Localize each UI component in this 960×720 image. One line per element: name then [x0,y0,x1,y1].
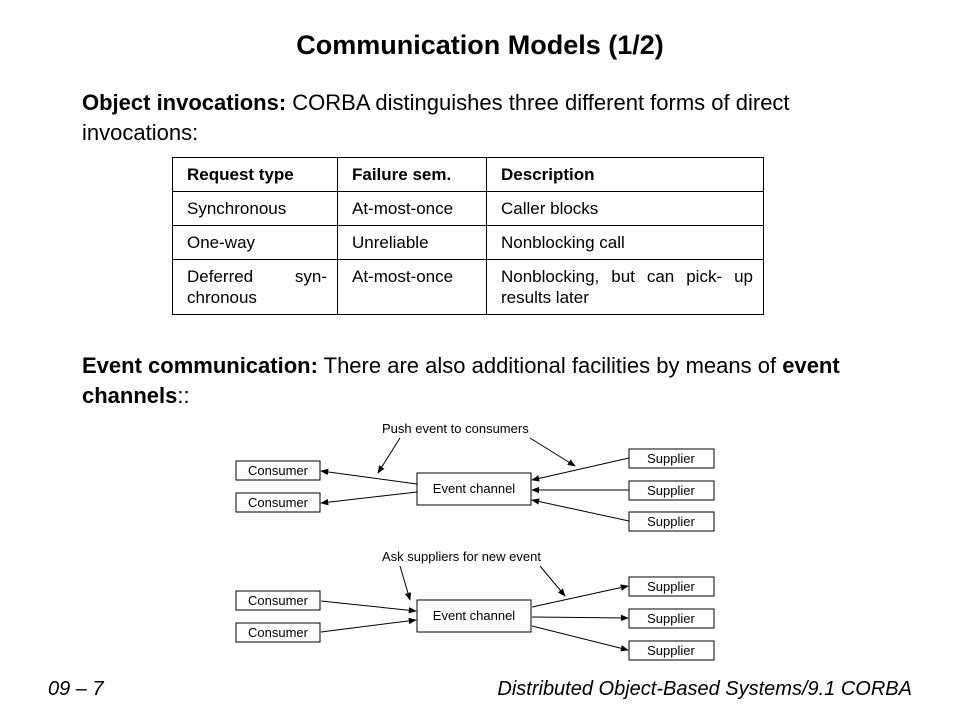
cell-failure-semantics: At-most-once [337,191,487,226]
push-annotation: Push event to consumers [382,421,529,436]
push-supplier-1-label: Supplier [647,451,695,466]
pull-supplier-1-label: Supplier [647,579,695,594]
pull-event-channel: Event channel [416,599,532,633]
push-supplier-3-label: Supplier [647,514,695,529]
object-invocations-paragraph: Object invocations: CORBA distinguishes … [82,88,882,148]
cell-request-type: One-way [172,225,338,260]
cell-request-type: Deferred syn- chronous [172,259,338,315]
pull-consumer-2-label: Consumer [248,625,309,640]
cell-failure-semantics: At-most-once [337,259,487,315]
slide-number: 09 – 7 [48,678,104,700]
event-communication-label: Event communication: [82,353,318,378]
push-supplier-3: Supplier [628,511,715,532]
cell-description: Nonblocking call [486,225,764,260]
pull-consumer-2: Consumer [235,622,321,643]
table-row: Deferred syn- chronous At-most-once Nonb… [172,259,764,315]
table-header-row: Request type Failure sem. Description [172,157,764,192]
pull-supplier-2-label: Supplier [647,611,695,626]
push-consumer-1-label: Consumer [248,463,309,478]
push-model-diagram: Push event to consumers Consumer Consume… [235,421,715,532]
push-supplier-2-label: Supplier [647,483,695,498]
table-row: Synchronous At-most-once Caller blocks [172,191,764,226]
header-failure-semantics: Failure sem. [337,157,487,192]
pull-consumer-1-label: Consumer [248,593,309,608]
object-invocations-text: CORBA distinguishes three different form… [82,90,790,145]
push-consumer-2: Consumer [235,492,321,513]
course-footer: Distributed Object-Based Systems/9.1 COR… [497,678,912,700]
pull-annotation: Ask suppliers for new event [382,549,541,564]
push-supplier-1: Supplier [628,448,715,469]
object-invocations-label: Object invocations: [82,90,287,115]
push-consumer-1: Consumer [235,460,321,481]
event-channels-term: event channels [82,353,840,408]
pull-supplier-2: Supplier [628,608,715,629]
header-description: Description [486,157,764,192]
push-event-channel: Event channel [416,472,532,506]
pull-model-diagram: Ask suppliers for new event Consumer Con… [235,549,715,661]
push-supplier-2: Supplier [628,480,715,501]
cell-request-type: Synchronous [172,191,338,226]
slide-title: Communication Models (1/2) [296,30,664,60]
event-communication-tail: :: [177,383,190,408]
event-communication-text: There are also additional facilities by … [317,353,783,378]
request-types-table: Request type Failure sem. Description Sy… [172,157,764,315]
push-event-channel-label: Event channel [433,481,516,496]
pull-event-channel-label: Event channel [433,608,516,623]
pull-supplier-3-label: Supplier [647,643,695,658]
cell-description: Nonblocking, but can pick- up results la… [486,259,764,315]
pull-consumer-1: Consumer [235,590,321,611]
cell-failure-semantics: Unreliable [337,225,487,260]
table-row: One-way Unreliable Nonblocking call [172,225,764,260]
pull-supplier-1: Supplier [628,576,715,597]
event-communication-paragraph: Event communication: There are also addi… [82,351,882,411]
pull-supplier-3: Supplier [628,640,715,661]
push-consumer-2-label: Consumer [248,495,309,510]
cell-description: Caller blocks [486,191,764,226]
